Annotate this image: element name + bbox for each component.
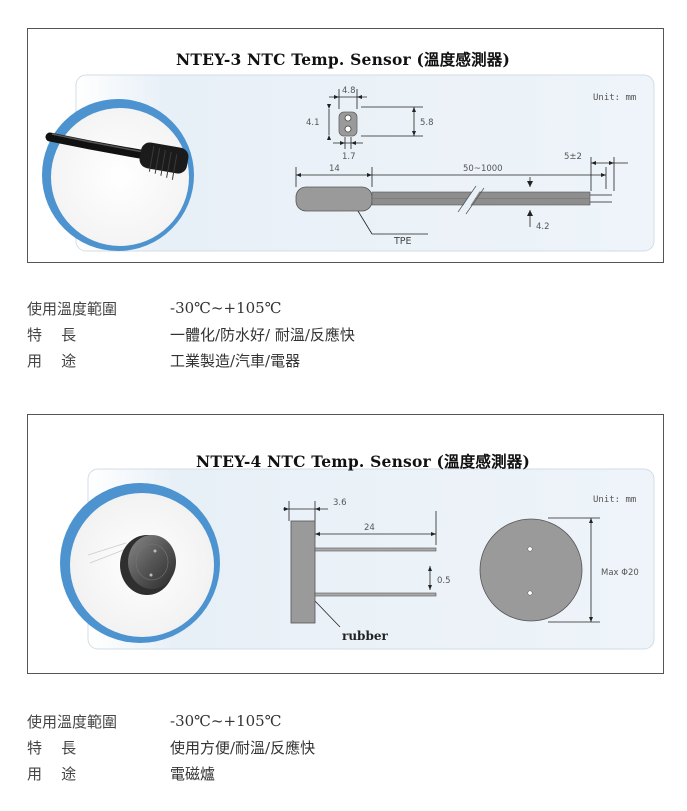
- panel-title: NTEY-4 NTC Temp. Sensor (溫度感測器): [196, 452, 531, 471]
- panel-title: NTEY-3 NTC Temp. Sensor (溫度感測器): [176, 50, 511, 69]
- dim-cable-diameter: 4.2: [536, 222, 550, 232]
- material-label: rubber: [342, 629, 388, 643]
- spec-list-ntey-3: 使用溫度範圍 -30℃~+105℃ 特 長 一體化/防水好/ 耐溫/反應快 用 …: [27, 295, 667, 373]
- spec-label: 使用溫度範圍: [27, 712, 118, 731]
- dim-width: 4.8: [342, 86, 356, 96]
- dim-height: 5.8: [420, 118, 434, 128]
- dim-diameter: Max Φ20: [601, 568, 639, 578]
- spec-label: 特 長: [27, 325, 77, 344]
- spec-value: 使用方便/耐溫/反應快: [170, 738, 316, 757]
- spec-value: -30℃~+105℃: [170, 712, 282, 730]
- dim-thickness: 3.6: [333, 498, 347, 508]
- spec-row: 特 長 使用方便/耐溫/反應快: [27, 734, 667, 760]
- dim-lead-length: 5±2: [564, 152, 582, 162]
- spec-row: 使用溫度範圍 -30℃~+105℃: [27, 295, 667, 321]
- spec-list-ntey-4: 使用溫度範圍 -30℃~+105℃ 特 長 使用方便/耐溫/反應快 用 途 電磁…: [27, 708, 667, 786]
- spec-row: 用 途 工業製造/汽車/電器: [27, 347, 667, 373]
- ntey-4-dimension-drawing: 3.6 24 0.5 Max Φ20 rubber: [283, 498, 639, 643]
- dim-lead-length: 24: [364, 523, 375, 533]
- product-panel-ntey-3: NTEY-3 NTC Temp. Sensor (溫度感測器) Unit: mm: [27, 28, 664, 263]
- spec-label: 特 長: [27, 738, 77, 757]
- product-panel-ntey-4: NTEY-4 NTC Temp. Sensor (溫度感測器) Unit: mm: [27, 414, 664, 674]
- dim-thickness: 4.1: [306, 118, 320, 128]
- dim-body-length: 14: [329, 164, 340, 174]
- spec-row: 使用溫度範圍 -30℃~+105℃: [27, 708, 667, 734]
- spec-row: 用 途 電磁爐: [27, 760, 667, 786]
- spec-value: 一體化/防水好/ 耐溫/反應快: [170, 325, 355, 344]
- panel-background: [28, 29, 663, 262]
- ntey-3-product-photo: [42, 99, 194, 251]
- spec-value: 工業製造/汽車/電器: [170, 351, 301, 370]
- spec-label: 用 途: [27, 351, 77, 370]
- dim-cable-length: 50~1000: [463, 164, 503, 174]
- spec-value: -30℃~+105℃: [170, 299, 282, 317]
- ntey-3-dimension-drawing: 4.8 4.1 5.8 1.7 14 50~1000 5±2 4.2 TPE: [295, 86, 628, 247]
- spec-value: 電磁爐: [170, 764, 216, 783]
- spec-row: 特 長 一體化/防水好/ 耐溫/反應快: [27, 321, 667, 347]
- spec-label: 使用溫度範圍: [27, 299, 118, 318]
- unit-label: Unit: mm: [593, 93, 637, 103]
- dim-hole: 1.7: [342, 152, 356, 162]
- dim-lead-diameter: 0.5: [437, 576, 451, 586]
- unit-label: Unit: mm: [593, 495, 637, 505]
- spec-label: 用 途: [27, 764, 77, 783]
- material-label: TPE: [393, 236, 412, 247]
- ntey-4-product-photo: [60, 483, 220, 643]
